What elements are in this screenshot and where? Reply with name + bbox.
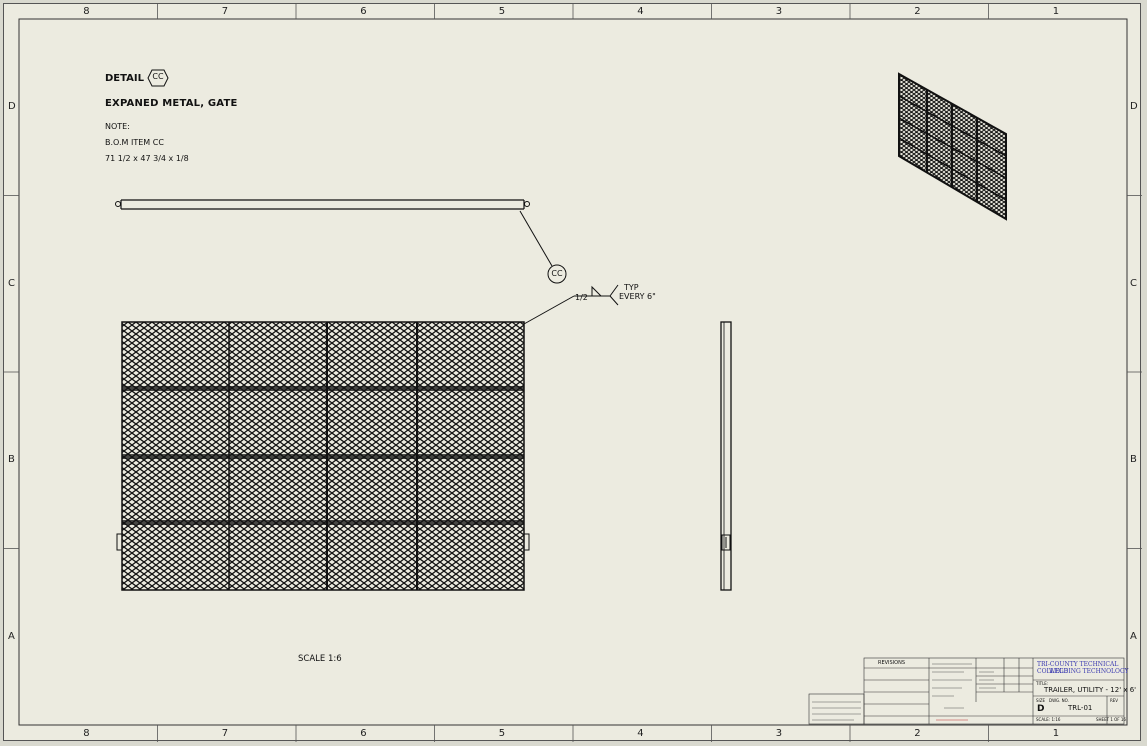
scale-note: SCALE 1:6 xyxy=(298,654,342,664)
zone-col-top-3: 3 xyxy=(775,6,783,17)
dwg-number: TRL-01 xyxy=(1068,704,1093,712)
company-name: TRI-COUNTY TECHNICAL COLLEGE xyxy=(1037,661,1119,675)
note-dimensions: 71 1/2 x 47 3/4 x 1/8 xyxy=(105,154,189,163)
zone-col-bottom-4: 4 xyxy=(637,728,644,739)
isometric-view xyxy=(898,72,1007,221)
zone-col-top-4: 4 xyxy=(637,6,644,17)
size-label: SIZE xyxy=(1036,698,1045,703)
weld-note-every: EVERY 6" xyxy=(619,292,656,301)
zone-col-bottom-1: 1 xyxy=(1052,728,1060,739)
zone-row-left-C: C xyxy=(8,277,15,289)
balloon-cc-label: CC xyxy=(551,269,563,278)
zone-ticks xyxy=(4,4,1142,742)
zone-col-bottom-7: 7 xyxy=(221,728,229,739)
zone-col-top-5: 5 xyxy=(498,6,506,17)
front-view-panel xyxy=(116,321,530,591)
revisions-label: REVISIONS xyxy=(878,660,906,666)
drawing-title: TRAILER, UTILITY - 12' x 6' xyxy=(1044,686,1137,694)
zone-row-right-D: D xyxy=(1130,101,1138,113)
note-label: NOTE: xyxy=(105,122,130,131)
zone-col-bottom-6: 6 xyxy=(360,728,367,739)
detail-callout-hexagon: CC xyxy=(147,69,169,87)
sheet-size: D xyxy=(1037,704,1045,714)
weld-symbol xyxy=(523,284,619,325)
detail-balloon-cc xyxy=(547,264,567,284)
dwg-label: DWG. NO. xyxy=(1049,698,1069,703)
zone-row-right-A: A xyxy=(1130,630,1137,642)
sheet-field: SHEET 1 OF 16 xyxy=(1096,717,1126,722)
detail-title: EXPANED METAL, GATE xyxy=(105,98,238,109)
note-bom-item: B.O.M ITEM CC xyxy=(105,138,164,147)
drawing-canvas xyxy=(4,4,1142,742)
company-dept: WELDING TECHNOLOGY xyxy=(1049,668,1129,675)
detail-callout-label: CC xyxy=(152,72,164,81)
zone-row-left-D: D xyxy=(8,101,16,113)
weld-note-typ: TYP xyxy=(624,283,639,292)
edge-view-top xyxy=(115,199,567,284)
zone-col-top-2: 2 xyxy=(914,6,921,17)
zone-row-right-C: C xyxy=(1130,277,1137,289)
detail-heading: DETAIL xyxy=(105,73,145,84)
zone-col-top-6: 6 xyxy=(360,6,367,17)
weld-size: 1/2 xyxy=(575,293,588,302)
title-block xyxy=(808,657,1125,725)
hexagon-icon xyxy=(147,69,169,87)
zone-row-left-A: A xyxy=(8,630,15,642)
zone-col-top-8: 8 xyxy=(83,6,90,17)
rev-label: REV xyxy=(1110,698,1119,703)
zone-col-top-1: 1 xyxy=(1052,6,1060,17)
zone-row-left-B: B xyxy=(8,454,15,466)
zone-col-bottom-2: 2 xyxy=(914,728,921,739)
zone-row-right-B: B xyxy=(1130,454,1137,466)
scale-field: SCALE: 1:16 xyxy=(1036,717,1061,722)
title-label: TITLE: xyxy=(1036,681,1049,686)
title-block-fine-print xyxy=(812,663,996,721)
zone-col-bottom-8: 8 xyxy=(83,728,90,739)
side-view xyxy=(720,321,732,591)
zone-col-bottom-5: 5 xyxy=(498,728,506,739)
zone-col-bottom-3: 3 xyxy=(775,728,783,739)
zone-col-top-7: 7 xyxy=(221,6,229,17)
